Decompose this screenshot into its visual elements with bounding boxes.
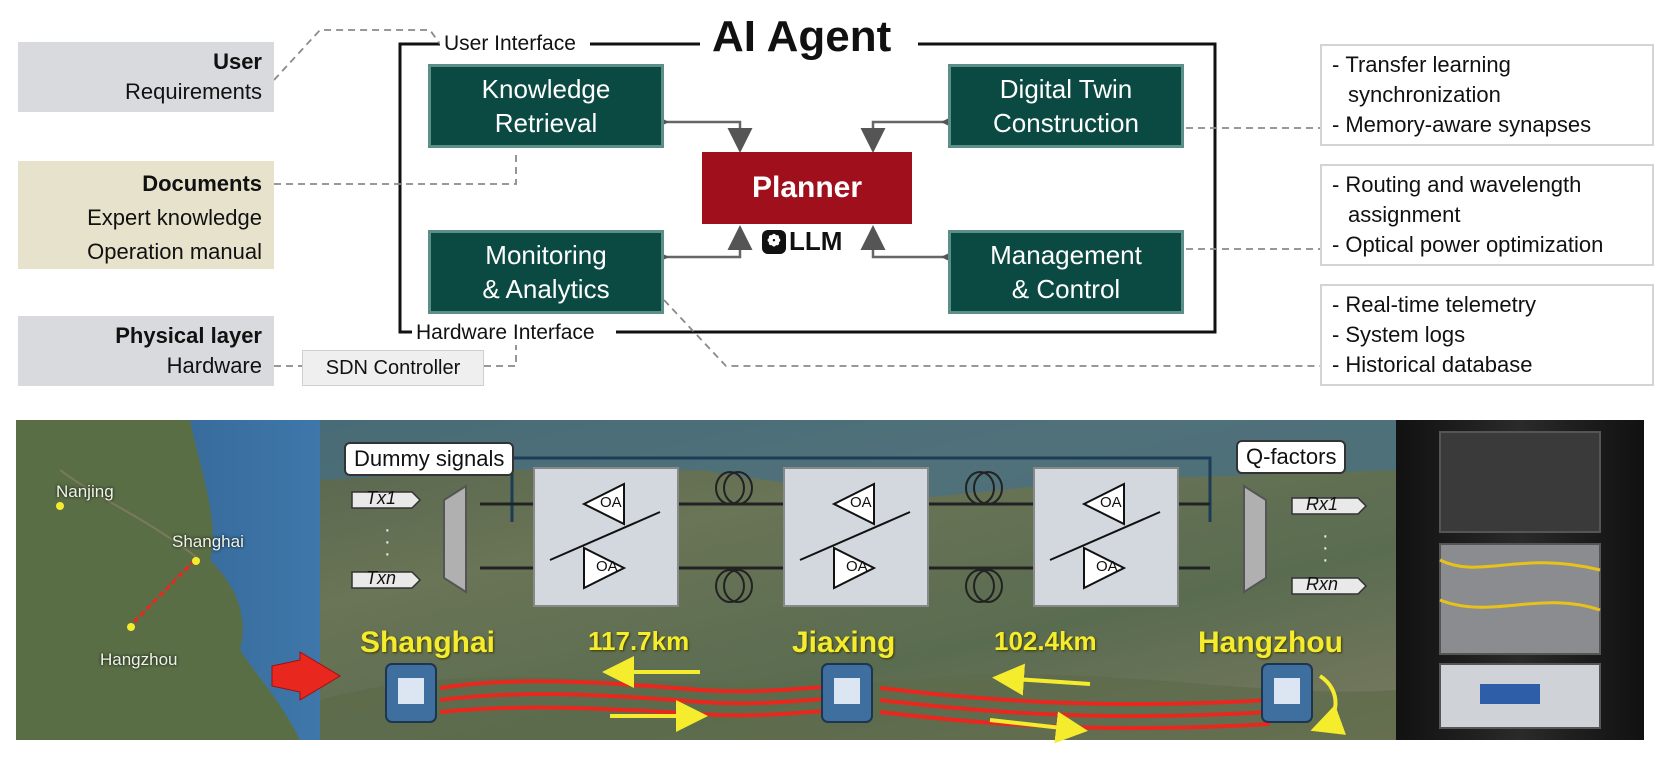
management-features: Routing and wavelength assignment Optica… — [1320, 164, 1654, 266]
feature-routing-wavelength: Routing and wavelength — [1332, 170, 1644, 200]
feature-optical-power: Optical power optimization — [1332, 230, 1644, 260]
oa-label-1b: OA — [596, 558, 618, 575]
map-label-hangzhou: Hangzhou — [100, 650, 178, 669]
management-line1: Management — [990, 240, 1142, 270]
pointer-arrow — [271, 651, 341, 701]
feature-memory-aware-synapses: Memory-aware synapses — [1332, 110, 1644, 140]
user-interface-label: User Interface — [440, 32, 580, 56]
monitoring-analytics-module: Monitoring & Analytics — [428, 230, 664, 314]
oa-label-2b: OA — [846, 558, 868, 575]
demux-icon — [1243, 484, 1267, 594]
knowledge-retrieval-line2: Retrieval — [494, 108, 598, 138]
physical-layer-box: Physical layer Hardware — [18, 316, 274, 386]
feature-system-logs: System logs — [1332, 320, 1644, 350]
span-label-102km: 102.4km — [994, 626, 1097, 656]
knowledge-retrieval-line1: Knowledge — [481, 74, 611, 104]
amplifier-stages — [533, 467, 1179, 607]
user-requirements-box: User Requirements — [18, 42, 274, 112]
span-label-117km: 117.7km — [588, 626, 690, 656]
fiber-spools — [715, 471, 1003, 603]
oa-label-3a: OA — [1100, 494, 1122, 511]
city-label-hangzhou: Hangzhou — [1198, 626, 1343, 659]
mux-icon — [443, 484, 467, 594]
feature-real-time-telemetry: Real-time telemetry — [1332, 290, 1644, 320]
llm-badge: ❁ LLM — [762, 226, 842, 257]
user-title: User — [213, 49, 262, 74]
agent-frame — [398, 42, 1217, 334]
documents-expert-knowledge: Expert knowledge — [87, 205, 262, 230]
txn-label: Txn — [366, 568, 397, 588]
dashed-connectors — [273, 29, 1320, 367]
rack-photo — [1396, 420, 1644, 740]
planner-connectors — [644, 109, 966, 270]
tx1-label: Tx1 — [366, 488, 397, 508]
documents-title: Documents — [142, 171, 262, 196]
knowledge-retrieval-module: Knowledge Retrieval — [428, 64, 664, 148]
monitoring-features: Real-time telemetry System logs Historic… — [1320, 284, 1654, 386]
sdn-controller-box: SDN Controller — [302, 350, 484, 386]
management-line2: & Control — [1011, 274, 1121, 304]
rxn-label: Rxn — [1306, 574, 1339, 594]
user-requirements-text: Requirements — [125, 79, 262, 104]
sdn-controller-label: SDN Controller — [325, 357, 461, 379]
agent-title: AI Agent — [704, 12, 900, 62]
llm-label: LLM — [789, 226, 843, 256]
digital-twin-line2: Construction — [993, 108, 1139, 138]
rx-dots: ··· — [1322, 525, 1329, 571]
q-factors-label: Q-factors — [1236, 440, 1347, 474]
planner-label: Planner — [751, 171, 863, 204]
rx1-label: Rx1 — [1306, 494, 1339, 514]
map-label-shanghai: Shanghai — [172, 532, 244, 551]
city-label-jiaxing: Jiaxing — [792, 626, 896, 659]
tx-dots: ··· — [384, 519, 391, 565]
planner-box: Planner — [702, 152, 912, 224]
llm-logo-icon: ❁ — [762, 229, 786, 254]
city-label-shanghai: Shanghai — [360, 626, 496, 659]
monitoring-line2: & Analytics — [482, 274, 610, 304]
physical-layer-title: Physical layer — [115, 323, 262, 348]
digital-twin-module: Digital Twin Construction — [948, 64, 1184, 148]
documents-box: Documents Expert knowledge Operation man… — [18, 161, 274, 269]
management-control-module: Management & Control — [948, 230, 1184, 314]
physical-layer-hardware: Hardware — [166, 353, 262, 378]
dummy-signals-label: Dummy signals — [344, 442, 515, 476]
digital-twin-features: Transfer learning synchronization Memory… — [1320, 44, 1654, 146]
digital-twin-line1: Digital Twin — [999, 74, 1133, 104]
documents-operation-manual: Operation manual — [87, 239, 262, 264]
route-lines — [439, 679, 1271, 731]
monitoring-line1: Monitoring — [485, 240, 607, 270]
oa-label-2a: OA — [850, 494, 872, 511]
feature-transfer-learning: Transfer learning — [1332, 50, 1644, 80]
hardware-interface-label: Hardware Interface — [412, 321, 599, 345]
testbed-panel — [16, 420, 1396, 744]
feature-synchronization: synchronization — [1348, 82, 1501, 107]
feature-historical-database: Historical database — [1332, 350, 1644, 380]
feature-assignment: assignment — [1348, 202, 1461, 227]
inset-map — [16, 420, 320, 740]
oa-label-3b: OA — [1096, 558, 1118, 575]
oa-label-1a: OA — [600, 494, 622, 511]
map-label-nanjing: Nanjing — [56, 482, 114, 501]
